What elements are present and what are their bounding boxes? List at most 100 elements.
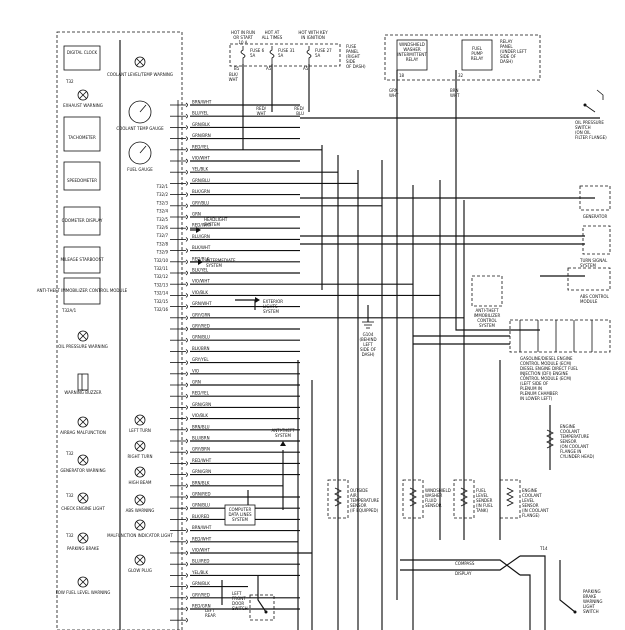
indicator-lamp-label: LEFT TURN [129,428,151,433]
pin-arc [185,573,188,578]
fuse6-wire-2: WHT [229,77,239,82]
indicator-lamp-label: LOW FUEL LEVEL WARNING [56,590,111,595]
wire-color-label: RED/WHT [192,223,212,228]
fuse31-hdr-2: ALL TIMES [262,35,283,40]
pin-arc [185,125,188,130]
fuel-gauge-icon: FUEL GAUGE [127,141,153,172]
pin-arc [185,382,188,388]
fuse6-pin: B5 [234,66,240,71]
pin-arc [185,181,188,186]
connector-label: T32/3 [156,200,169,205]
cluster-item-odometer: ODOMETER DISPLAY [62,206,103,236]
indicator-lamp-icon [77,416,89,428]
pin-arc [185,281,188,287]
pin-arc [185,315,188,321]
relay-w2-b: WHT [450,93,460,98]
indicator-lamp-label: OIL PRESSURE WARNING [58,344,108,349]
pin-arc [185,584,188,589]
wire-color-label: VIO [192,368,199,373]
relay-panel-l4: SIDE OF [500,54,517,59]
wire-compass-down [520,574,531,630]
pump-relay-l1: FUEL [472,46,483,51]
indicator-lamp-label: PARKING BRAKE [67,546,100,551]
relay-panel-l1: RELAY [500,39,513,44]
wire-color-label: GRY/BRN [192,447,210,452]
relay-panel-boundary [384,34,541,81]
oil-pressure-switch: OIL PRESSURE SWITCH (ON OIL FILTER FLANG… [575,89,607,140]
ecm-l1: GASOLINE/DIESEL ENGINE [520,356,573,361]
odometer-label: ODOMETER DISPLAY [62,218,103,223]
cluster-item-speedometer: SPEEDOMETER [63,161,101,191]
pin-arc [185,337,188,343]
indicator-lamp-icon [134,554,146,566]
cluster-item-tachometer: TACHOMETER [63,116,101,152]
fuel-pump-relay: FUEL PUMP RELAY [461,39,493,71]
ecm-label: GASOLINE/DIESEL ENGINE CONTROL MODULE (E… [520,356,579,401]
wire-color-label: GRN/BLU [192,335,210,340]
ecm-l5: CONTROL MODULE (ECM) [520,376,572,381]
wire-color-label: VIO/BLK [192,413,208,418]
pin-arc [185,438,188,444]
pin-arc [185,483,188,489]
pb-switch-l3: WARNING [583,599,603,604]
wire-color-label: VIO/WHT [192,548,210,553]
wire-color-label: GRN/BLK [192,122,210,127]
sensor-label: FLANGE) [522,513,540,518]
turn-signal-box [582,225,611,255]
pin-arc [185,304,188,309]
fuse-panel-l1: FUSE [346,44,357,49]
ecm-box [509,319,611,353]
pin-arc [185,248,188,253]
wire-color-label: GRN/GRN [192,402,211,407]
wire-color-label: BRN/BLU [192,424,210,429]
connector-label: T32/2 [156,192,169,197]
pin-arc [185,427,188,433]
fuse-27: HOT WITH KEY IN IGNITION FUSE 27 5A A5 R… [294,30,332,116]
cluster-item-digital-clock: DIGITAL CLOCK [63,45,101,71]
wire-color-label: BRN/WHT [192,525,212,530]
ecm-l3: DIESEL ENGINE DIRECT FUEL [520,366,579,371]
fuse27-wire-1: RED/ [294,106,304,111]
pin-arc [185,416,188,421]
door1-l2: FRONT [232,596,246,601]
wire-color-label: BLU/RED [192,559,209,564]
pin-arc [185,214,188,220]
connector-label: T32/5 [156,217,169,222]
wire-color-label: RED/YEL [192,391,210,396]
display-label: DISPLAY [455,571,472,576]
relay-pin-32: 32 [458,73,464,78]
t32-l4: T32 [65,533,74,538]
fuse31-hdr-1: HOT AT [265,30,280,35]
computer-l3: SYSTEM [232,517,248,522]
indicator-lamp-label: RIGHT TURN [128,454,153,459]
sensor-label: (IF EQUIPPED) [350,508,379,513]
wire-color-label: GRN/BLU [192,178,210,183]
cluster-item-mileage: MILEAGE STARBOOST [60,246,104,274]
wire-color-label: BRN/WHT [192,100,212,105]
headlight-l2: SYSTEM [204,222,220,227]
fuse31-label: FUSE 31 [278,48,295,53]
pin-arc [185,293,188,298]
exterior-l2: LIGHTS [263,304,278,309]
headlight-system: HEADLIGHT SYSTEM [190,217,228,233]
cluster-boundary [56,31,183,630]
wiper-relay-l2: WASHER [403,47,421,52]
sensor-label: AIR [350,493,357,498]
tachometer-label: TACHOMETER [67,135,96,140]
door2-l1: LEFT [205,608,215,613]
indicator-lamp-label: GENERATOR WARNING [60,468,105,473]
sensor-label: FLUID [425,498,437,503]
parking-brake-switch: PARKING BRAKE WARNING LIGHT SWITCH [559,560,603,614]
pin-arc [185,606,188,612]
wire-color-label: BLK/GRN [192,189,210,194]
intermediate-system: INTERMEDIATE SYSTEM [190,258,236,268]
sensor-label: LEVEL [522,498,535,503]
pin-arc [185,136,188,141]
cluster-item-immobilizer: ANTI-THEFT IMMOBILIZER CONTROL MODULE [37,277,128,305]
wire-color-label: BLK/WHT [192,245,211,250]
fuse-panel-l5: OF DASH) [346,64,366,69]
sensor-label: WINDSHIELD [425,488,451,493]
indicator-lamp-label: CHECK ENGINE LIGHT [61,506,105,511]
